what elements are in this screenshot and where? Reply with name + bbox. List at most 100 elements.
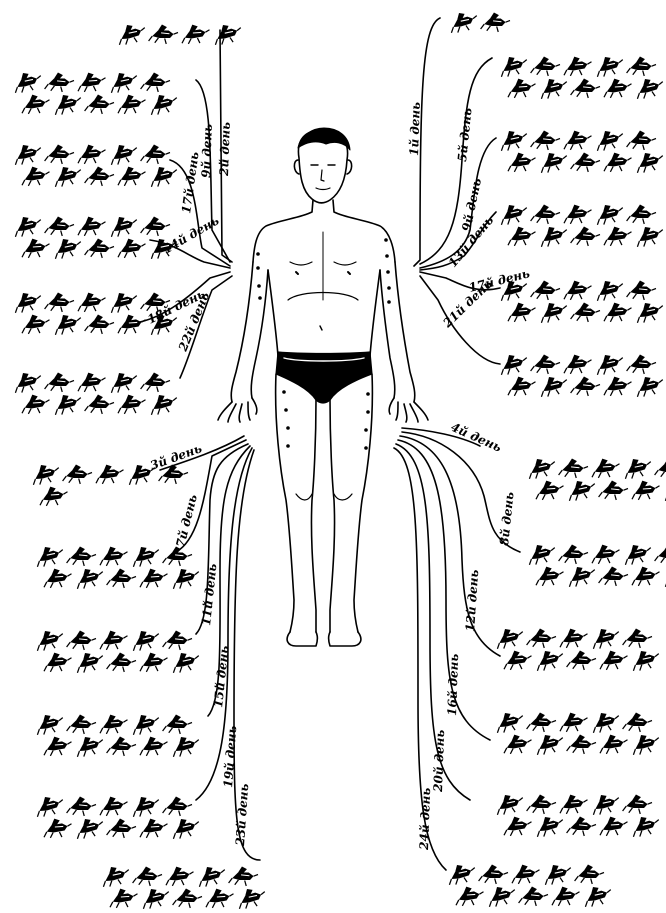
mosquito-icon <box>148 391 180 415</box>
mosquito-icon <box>535 479 565 500</box>
mosquito-icon <box>603 77 633 98</box>
mosquito-icon <box>570 225 600 247</box>
mosquito-icon <box>622 627 652 649</box>
mosquito-icon <box>566 815 596 837</box>
mosquito-icon <box>594 351 626 375</box>
mosquito-icon <box>622 793 652 815</box>
mosquito-icon <box>526 541 558 565</box>
mosquito-icon <box>530 55 560 77</box>
mosquito-group <box>34 627 202 673</box>
mosquito-group <box>446 861 614 907</box>
mosquito-icon <box>52 235 84 259</box>
mosquito-icon <box>486 883 518 907</box>
mosquito-icon <box>494 709 526 733</box>
mosquito-icon <box>95 463 125 484</box>
mosquito-icon <box>99 545 129 566</box>
mosquito-icon <box>140 215 170 237</box>
mosquito-icon <box>566 649 596 671</box>
mosquito-icon <box>44 143 74 165</box>
mosquito-icon <box>84 393 114 415</box>
day-label: 2й день <box>217 122 233 177</box>
mosquito-icon <box>630 731 662 755</box>
mosquito-icon <box>43 651 73 672</box>
mosquito-icon <box>590 625 622 649</box>
mosquito-icon <box>603 151 633 172</box>
mosquito-icon <box>563 55 593 76</box>
mosquito-group <box>448 9 511 33</box>
mosquito-icon <box>582 883 614 907</box>
mosquito-icon <box>630 647 662 671</box>
mosquito-icon <box>634 223 666 247</box>
mosquito-icon <box>534 813 566 837</box>
mosquito-group <box>526 541 666 587</box>
mosquito-icon <box>662 477 666 501</box>
mosquito-icon <box>534 647 566 671</box>
day-label: 8й день <box>497 491 517 546</box>
mosquito-icon <box>446 861 478 885</box>
mosquito-icon <box>84 237 114 259</box>
mosquito-icon <box>117 393 147 414</box>
mosquito-icon <box>559 627 589 648</box>
mosquito-icon <box>99 795 129 816</box>
mosquito-icon <box>591 543 621 564</box>
mosquito-icon <box>622 455 654 479</box>
mosquito-icon <box>108 213 140 237</box>
mosquito-icon <box>34 793 66 817</box>
mosquito-icon <box>205 887 235 908</box>
mosquito-icon <box>603 225 633 246</box>
mosquito-group <box>100 863 268 909</box>
mosquito-icon <box>594 127 626 151</box>
mosquito-icon <box>44 291 74 313</box>
mosquito-icon <box>52 391 84 415</box>
mosquito-icon <box>507 151 537 172</box>
mosquito-icon <box>590 791 622 815</box>
mosquito-icon <box>566 563 598 587</box>
mosquito-icon <box>139 651 169 672</box>
mosquito-icon <box>148 23 178 45</box>
mosquito-icon <box>570 375 600 397</box>
mosquito-icon <box>170 649 202 673</box>
mosquito-icon <box>44 371 74 393</box>
mosquito-group <box>494 709 662 755</box>
mosquito-icon <box>108 369 140 393</box>
mosquito-icon <box>77 215 107 236</box>
mosquito-icon <box>117 313 147 334</box>
mosquito-icon <box>21 93 51 114</box>
mosquito-icon <box>507 301 537 322</box>
mosquito-icon <box>170 733 202 757</box>
mosquito-icon <box>21 313 51 334</box>
mosquito-icon <box>21 393 51 414</box>
mosquito-group <box>494 625 662 671</box>
mosquito-icon <box>30 461 62 485</box>
mosquito-icon <box>594 53 626 77</box>
day-label: 9й день <box>199 124 215 178</box>
mosquito-icon <box>535 565 565 586</box>
mosquito-icon <box>594 201 626 225</box>
mosquito-icon <box>494 791 526 815</box>
mosquito-icon <box>84 313 114 335</box>
mosquito-icon <box>534 731 566 755</box>
mosquito-icon <box>106 651 136 673</box>
mosquito-group <box>34 793 202 839</box>
mosquito-icon <box>538 149 570 173</box>
mosquito-icon <box>598 479 628 501</box>
mosquito-icon <box>626 203 656 225</box>
mosquito-icon <box>507 225 537 246</box>
mosquito-icon <box>106 735 136 757</box>
mosquito-icon <box>626 55 656 77</box>
mosquito-icon <box>559 793 589 814</box>
day-label: 1й день <box>407 102 423 156</box>
mosquito-icon <box>603 301 633 322</box>
mosquito-icon <box>39 485 69 506</box>
mosquito-icon <box>574 863 604 885</box>
mosquito-icon <box>132 865 162 887</box>
mosquito-icon <box>77 143 107 164</box>
mosquito-icon <box>212 21 244 45</box>
mosquito-icon <box>526 455 558 479</box>
day-label: 16й день <box>445 653 461 716</box>
mosquito-icon <box>478 863 508 885</box>
mosquito-icon <box>498 201 530 225</box>
mosquito-icon <box>480 11 510 33</box>
mosquito-icon <box>139 567 169 588</box>
day-label: 24й день <box>417 787 433 851</box>
